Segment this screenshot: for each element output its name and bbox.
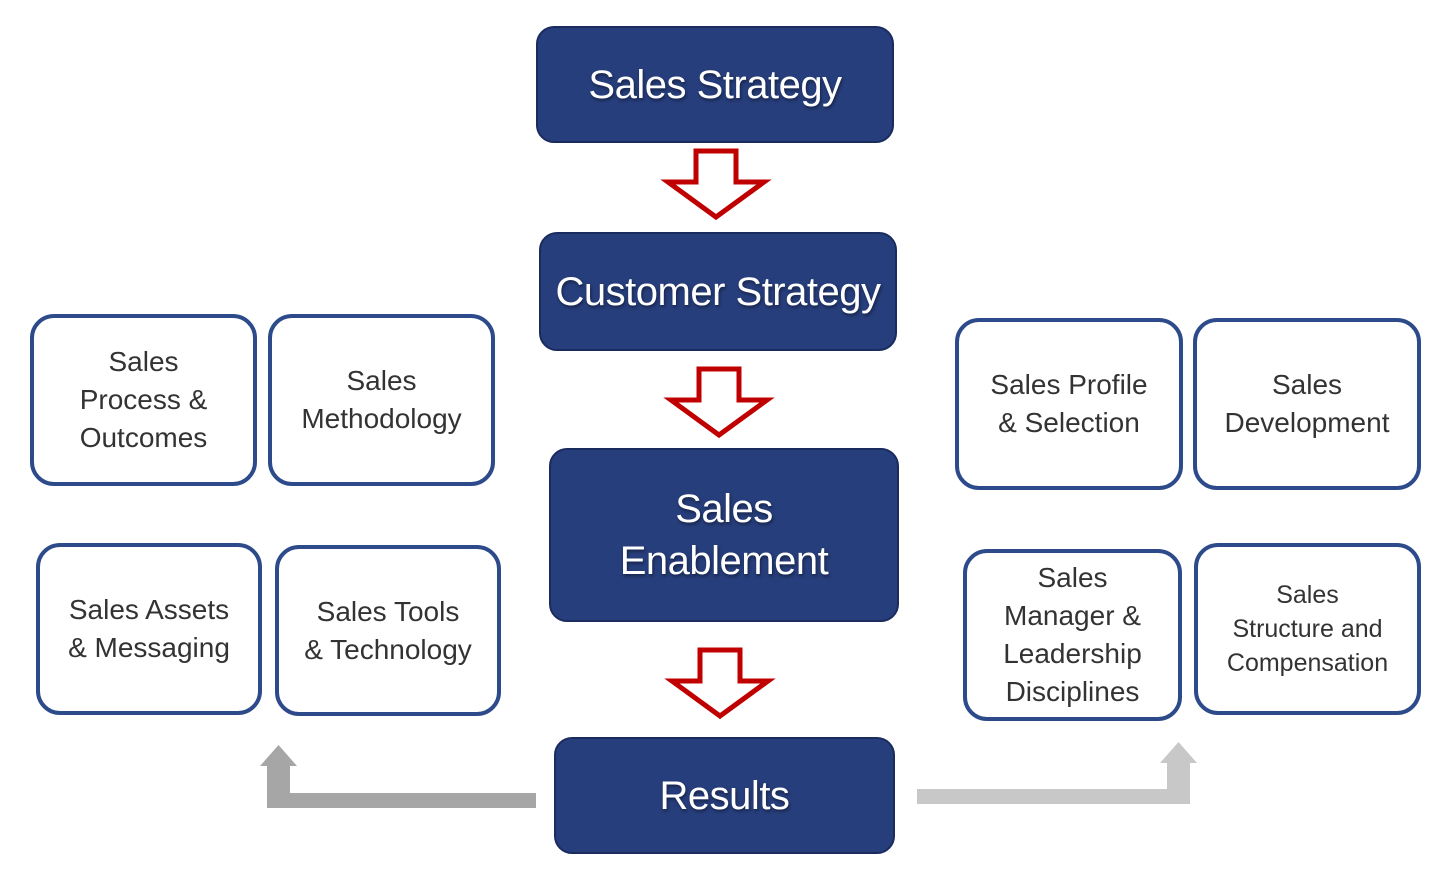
customer-strategy-label: Customer Strategy bbox=[555, 269, 881, 314]
sales-methodology-label: Sales Methodology bbox=[301, 365, 462, 434]
sales-tools-box: Sales Tools & Technology bbox=[275, 545, 501, 716]
sales-methodology-box: Sales Methodology bbox=[268, 314, 495, 486]
sales-structure-label: Sales Structure and Compensation bbox=[1226, 581, 1389, 677]
sales-manager-label: Sales Manager & Leadership Disciplines bbox=[1003, 562, 1142, 707]
down-arrow-3 bbox=[664, 647, 776, 720]
sales-assets-box: Sales Assets & Messaging bbox=[36, 543, 262, 715]
sales-assets-label: Sales Assets & Messaging bbox=[68, 594, 230, 663]
sales-strategy-label: Sales Strategy bbox=[588, 62, 842, 107]
sales-development-box: Sales Development bbox=[1193, 318, 1421, 490]
sales-tools-label: Sales Tools & Technology bbox=[304, 595, 472, 665]
sales-structure-box: Sales Structure and Compensation bbox=[1194, 543, 1421, 715]
sales-profile-box: Sales Profile & Selection bbox=[955, 318, 1183, 490]
feedback-arrow-right bbox=[917, 742, 1197, 804]
feedback-arrow-left bbox=[260, 745, 536, 808]
sales-process-label: Sales Process & Outcomes bbox=[79, 346, 208, 453]
sales-enablement-label: Sales Enablement bbox=[619, 487, 829, 583]
sales-profile-label: Sales Profile & Selection bbox=[990, 369, 1148, 438]
sales-process-box: Sales Process & Outcomes bbox=[30, 314, 257, 486]
sales-enablement-box: Sales Enablement bbox=[549, 448, 899, 622]
down-arrow-2 bbox=[663, 366, 775, 439]
sales-strategy-box: Sales Strategy bbox=[536, 26, 894, 143]
results-label: Results bbox=[659, 773, 790, 818]
customer-strategy-box: Customer Strategy bbox=[539, 232, 897, 351]
sales-manager-box: Sales Manager & Leadership Disciplines bbox=[963, 549, 1182, 721]
down-arrow-1 bbox=[660, 148, 772, 221]
sales-development-label: Sales Development bbox=[1224, 369, 1390, 438]
results-box: Results bbox=[554, 737, 895, 854]
